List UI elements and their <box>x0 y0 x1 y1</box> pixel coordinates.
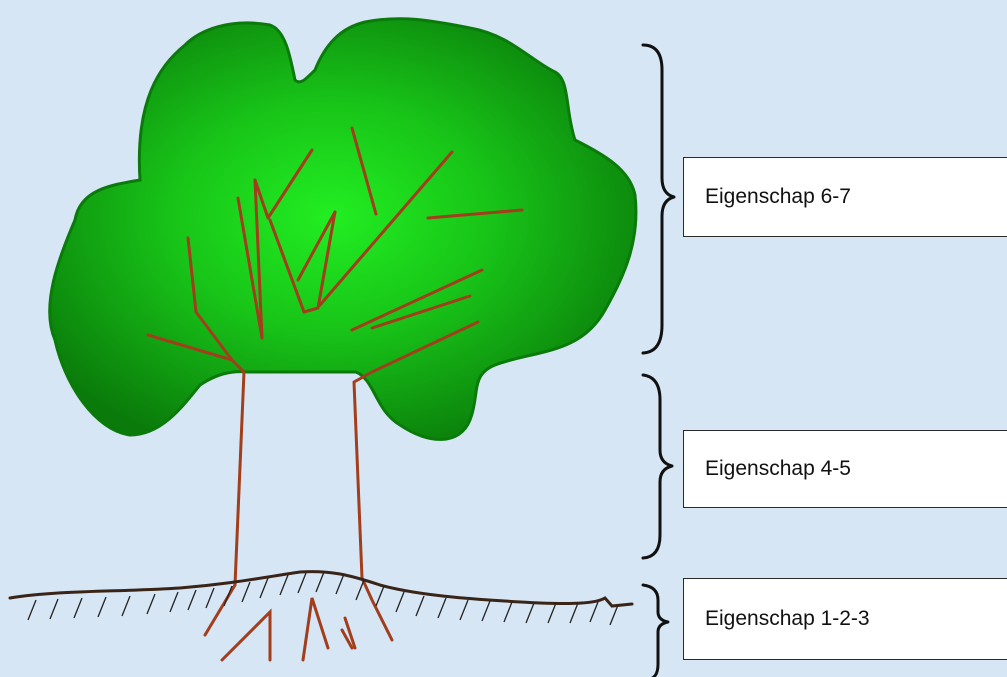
label-roots-text: Eigenschap 1-2-3 <box>705 607 870 630</box>
label-crown-properties: Eigenschap 6-7 <box>683 157 1007 237</box>
label-trunk-text: Eigenschap 4-5 <box>705 457 851 480</box>
label-crown-text: Eigenschap 6-7 <box>705 185 851 208</box>
brace-roots <box>641 583 670 677</box>
ground-hatching <box>27 571 619 626</box>
label-roots-properties: Eigenschap 1-2-3 <box>683 578 1007 660</box>
ground-line <box>8 570 634 608</box>
brace-trunk <box>641 373 674 560</box>
tree-crown <box>48 17 638 441</box>
tree-roots <box>203 576 394 662</box>
tree-branches <box>146 126 524 587</box>
brace-crown <box>641 43 676 355</box>
label-trunk-properties: Eigenschap 4-5 <box>683 430 1007 508</box>
